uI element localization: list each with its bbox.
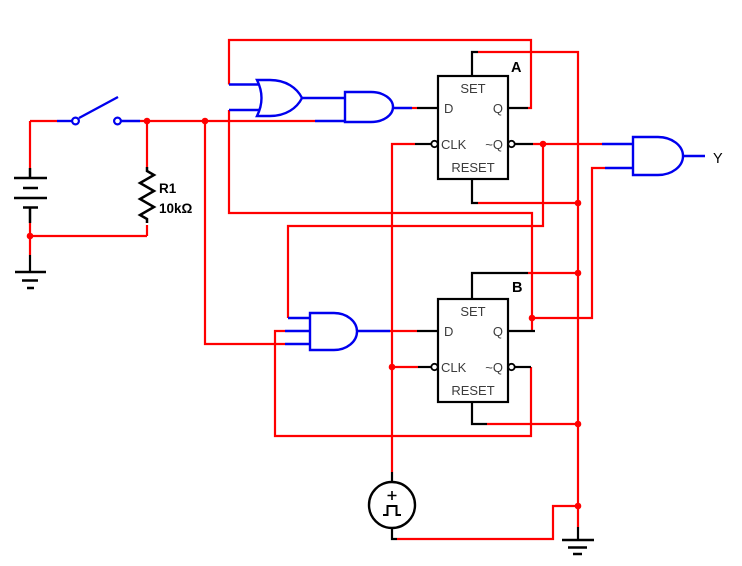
clock-source[interactable] <box>367 480 417 530</box>
wire-nqA-to-andB[interactable] <box>286 144 545 318</box>
stub-setB[interactable] <box>470 271 528 299</box>
wire-nqB-to-andB[interactable] <box>273 329 533 438</box>
wire-clock-bottom-to-rail[interactable] <box>397 504 578 541</box>
junction-dot <box>143 117 151 125</box>
junction-dot <box>26 232 34 240</box>
flipflop-b-body[interactable] <box>436 297 510 404</box>
square-wave-icon <box>383 505 401 516</box>
plus-icon <box>387 491 397 500</box>
wire-qB-to-outAnd[interactable] <box>532 166 605 320</box>
and-gate-output[interactable] <box>631 135 685 177</box>
pin-label-q: Q <box>493 324 503 339</box>
pin-label-clk: CLK <box>441 137 467 152</box>
flipflop-b[interactable]: SET D Q CLK ~Q RESET B <box>430 280 522 404</box>
output-label: Y <box>713 151 723 167</box>
flipflop-b-id: B <box>512 280 522 296</box>
wire-clock-line[interactable] <box>390 142 415 472</box>
flipflop-a-body[interactable] <box>436 74 510 181</box>
ground-left[interactable] <box>15 270 46 290</box>
wire-switch-to-andB[interactable] <box>203 121 285 346</box>
switch-contact-left[interactable] <box>70 116 80 126</box>
ground-right[interactable] <box>562 538 594 556</box>
stub-clock-bottom[interactable] <box>390 528 397 541</box>
switch-spst[interactable] <box>57 95 140 126</box>
junction-dot <box>201 117 209 125</box>
nqA-bubble-icon <box>507 139 516 149</box>
junction-dot <box>574 502 582 510</box>
battery[interactable] <box>14 168 47 223</box>
resistor-zigzag[interactable] <box>137 167 157 223</box>
stub-resetA[interactable] <box>470 179 478 205</box>
and-gate-a[interactable] <box>343 90 395 124</box>
resistor-R1[interactable] <box>137 167 157 223</box>
wire-qA-feedback-to-or[interactable] <box>227 38 533 110</box>
pin-label-d: D <box>444 324 453 339</box>
junction-dot <box>574 269 582 277</box>
pin-label-reset: RESET <box>451 160 494 175</box>
pin-label-set: SET <box>460 304 485 319</box>
pin-label-set: SET <box>460 81 485 96</box>
pin-label-q: Q <box>493 101 503 116</box>
pin-label-reset: RESET <box>451 383 494 398</box>
flipflop-a-id: A <box>511 60 522 76</box>
pin-label-nq: ~Q <box>485 360 503 375</box>
switch-contact-right[interactable] <box>112 116 122 126</box>
junction-dot <box>574 420 582 428</box>
clkB-bubble-icon <box>430 362 439 372</box>
or-gate[interactable] <box>255 78 304 118</box>
and-gate-b[interactable] <box>308 311 359 352</box>
pin-label-nq: ~Q <box>485 137 503 152</box>
wire-qB-to-or[interactable] <box>227 110 534 331</box>
flipflop-a[interactable]: SET D Q CLK ~Q RESET A <box>430 60 522 181</box>
stub-setA[interactable] <box>470 50 478 76</box>
nqB-bubble-icon <box>507 362 516 372</box>
clkA-bubble-icon <box>430 139 439 149</box>
junction-dot <box>574 199 582 207</box>
junction-dot <box>528 314 536 322</box>
wire-setA-to-ground-rail[interactable] <box>478 50 580 527</box>
junction-dot <box>539 140 547 148</box>
stub-resetB[interactable] <box>470 402 487 426</box>
pin-label-d: D <box>444 101 453 116</box>
resistor-ref-label: R1 <box>159 181 177 196</box>
pin-label-clk: CLK <box>441 360 467 375</box>
resistor-value-label: 10kΩ <box>159 201 193 216</box>
junction-dot <box>388 363 396 371</box>
switch-lever[interactable] <box>78 95 119 120</box>
